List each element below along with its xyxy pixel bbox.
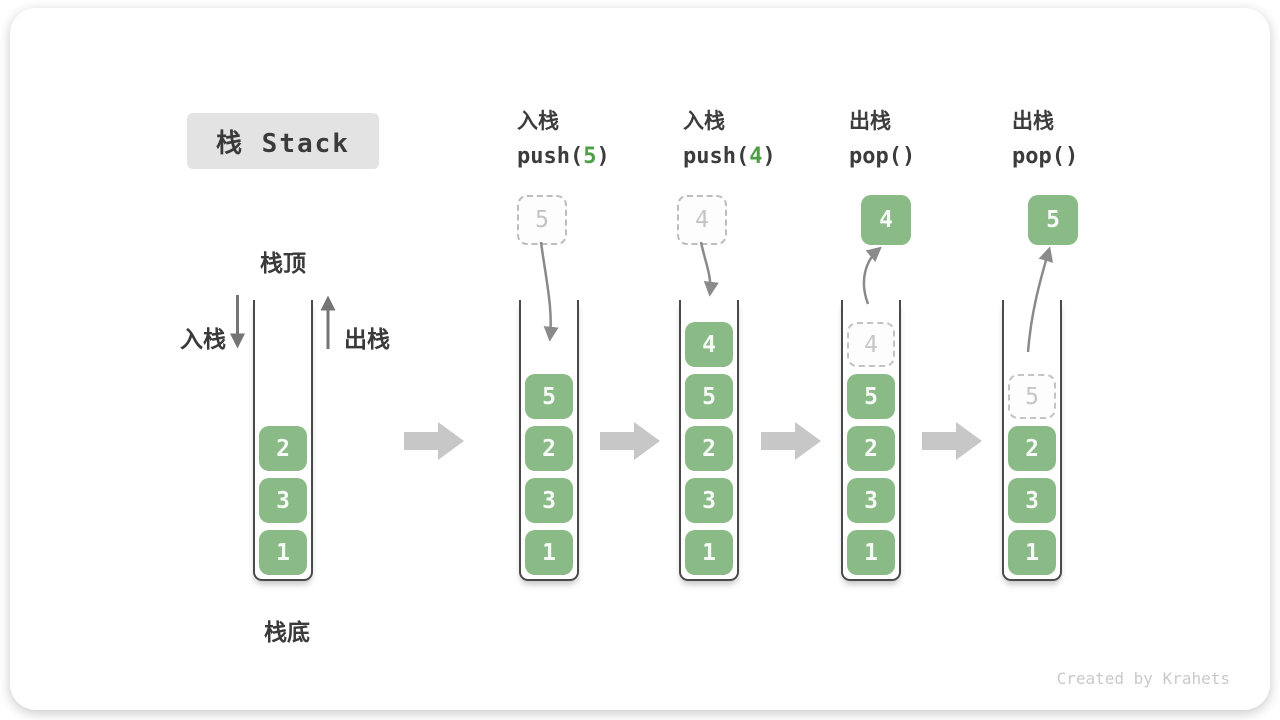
operation-code: push(5)	[517, 144, 610, 169]
stack-block: 2	[1008, 426, 1056, 471]
stack-block: 1	[847, 530, 895, 575]
operation-label-push-5: 入栈 push(5)	[517, 104, 610, 174]
stack-block: 3	[685, 478, 733, 523]
stack-block: 3	[259, 478, 307, 523]
stack-block: 2	[847, 426, 895, 471]
stack-block: 1	[525, 530, 573, 575]
stack-state-2: 5 2 3 1	[519, 300, 579, 581]
operation-label-pop-2: 出栈 pop()	[1012, 104, 1078, 174]
stack-block: 4	[685, 322, 733, 367]
stack-top-label: 栈顶	[260, 251, 306, 277]
push-side-label: 入栈	[180, 327, 226, 353]
operation-name: 入栈	[683, 109, 725, 133]
stack-block: 1	[1008, 530, 1056, 575]
operation-arg: 5	[583, 144, 597, 169]
operation-code: push(4)	[683, 144, 776, 169]
stack-block: 1	[685, 530, 733, 575]
stack-block: 3	[1008, 478, 1056, 523]
diagram-title: 栈 Stack	[187, 113, 379, 169]
incoming-value-box: 4	[677, 195, 727, 245]
stack-block: 5	[685, 374, 733, 419]
diagram-card: 栈 Stack 入栈 push(5) 入栈 push(4) 出栈 pop() 出…	[10, 8, 1270, 710]
stack-block: 3	[847, 478, 895, 523]
stack-state-4: 4 5 2 3 1	[841, 300, 901, 581]
stack-bottom-label: 栈底	[264, 620, 310, 646]
operation-label-pop-1: 出栈 pop()	[849, 104, 915, 174]
operation-name: 出栈	[849, 109, 891, 133]
stack-state-3: 4 5 2 3 1	[679, 300, 739, 581]
credit-text: Created by Krahets	[1056, 669, 1230, 688]
operation-name: 出栈	[1012, 109, 1054, 133]
stack-block: 5	[847, 374, 895, 419]
operation-name: 入栈	[517, 109, 559, 133]
stack-block: 3	[525, 478, 573, 523]
stack-block: 2	[259, 426, 307, 471]
pop-side-label: 出栈	[344, 327, 390, 353]
stack-block: 2	[685, 426, 733, 471]
operation-code: pop()	[849, 144, 916, 169]
popped-value-box: 5	[1028, 195, 1078, 245]
stack-block: 1	[259, 530, 307, 575]
stack-block: 5	[525, 374, 573, 419]
popped-ghost-slot: 5	[1008, 374, 1056, 419]
popped-value-box: 4	[861, 195, 911, 245]
stack-state-1: 2 3 1	[253, 300, 313, 581]
popped-ghost-slot: 4	[847, 322, 895, 367]
stack-block: 2	[525, 426, 573, 471]
operation-label-push-4: 入栈 push(4)	[683, 104, 776, 174]
incoming-value-box: 5	[517, 195, 567, 245]
operation-code: pop()	[1012, 144, 1079, 169]
operation-arg: 4	[749, 144, 763, 169]
stack-state-5: 5 2 3 1	[1002, 300, 1062, 581]
